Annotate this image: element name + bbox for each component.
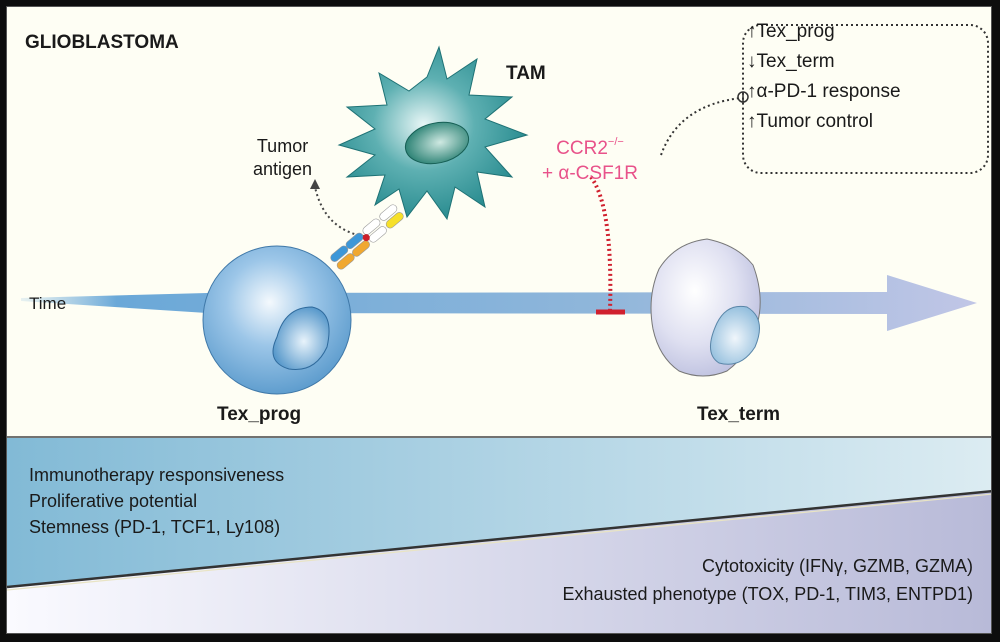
up-arrow-icon: ↑ [747, 21, 757, 42]
trait-item: Cytotoxicity (IFNγ, GZMB, GZMA) [701, 556, 973, 576]
tumor-antigen-label: Tumor antigen [253, 135, 312, 180]
ccr2-text: CCR2 [556, 138, 608, 159]
lower-gradient-wedge [7, 491, 991, 633]
inhibition-marker [589, 175, 625, 315]
tex-term-label: Tex_term [697, 404, 781, 425]
tam-label: TAM [506, 63, 546, 84]
effect-item: ↑Tex_prog [747, 17, 901, 47]
effects-list: ↑Tex_prog ↓Tex_term ↑α-PD-1 response ↑Tu… [747, 17, 901, 137]
trait-item: Stemness (PD-1, TCF1, Ly108) [29, 517, 281, 537]
ccr2-knockout-superscript: −/− [607, 136, 624, 148]
time-label: Time [29, 294, 67, 313]
trait-item: Exhausted phenotype (TOX, PD-1, TIM3, EN… [562, 584, 973, 604]
up-arrow-icon: ↑ [747, 111, 757, 132]
effect-item: ↑Tumor control [747, 107, 901, 137]
terminal-traits-list: Cytotoxicity (IFNγ, GZMB, GZMA) Exhauste… [562, 552, 973, 608]
up-arrow-icon: ↑ [747, 81, 757, 102]
time-arrow [21, 275, 977, 331]
treatment-line2: + α-CSF1R [542, 162, 638, 184]
phenotype-gradient-panel [7, 436, 991, 633]
diagram-title: GLIOBLASTOMA [25, 32, 179, 53]
diagram-graphics [7, 24, 991, 633]
tcr-mhc-complex [330, 204, 404, 270]
tam-cell [337, 45, 529, 221]
effect-text: α-PD-1 response [756, 81, 901, 102]
effect-text: Tumor control [756, 111, 874, 132]
progenitor-traits-list: Immunotherapy responsiveness Proliferati… [29, 462, 284, 540]
down-arrow-icon: ↓ [747, 51, 757, 72]
effect-item: ↓Tex_term [747, 47, 901, 77]
effect-text: Tex_term [756, 51, 835, 72]
diagram-panel: GLIOBLASTOMA TAM Tumor antigen CCR2−/− +… [6, 6, 992, 634]
treatment-line1: CCR2−/− [542, 135, 638, 162]
effects-box-border [742, 24, 989, 174]
trait-item: Proliferative potential [29, 491, 198, 511]
tex-term-cell [650, 238, 761, 377]
effects-connector [660, 91, 749, 156]
tex-prog-label: Tex_prog [217, 404, 302, 425]
effect-item: ↑α-PD-1 response [747, 77, 901, 107]
tex-prog-cell [202, 245, 352, 395]
antigen-label-line2: antigen [253, 158, 313, 179]
upper-gradient-wedge [7, 438, 991, 587]
antigen-arrow [310, 179, 370, 238]
trait-item: Immunotherapy responsiveness [29, 465, 285, 485]
effect-text: Tex_prog [756, 21, 835, 42]
treatment-label: CCR2−/− + α-CSF1R [542, 135, 638, 186]
antigen-label-line1: Tumor [256, 136, 309, 156]
